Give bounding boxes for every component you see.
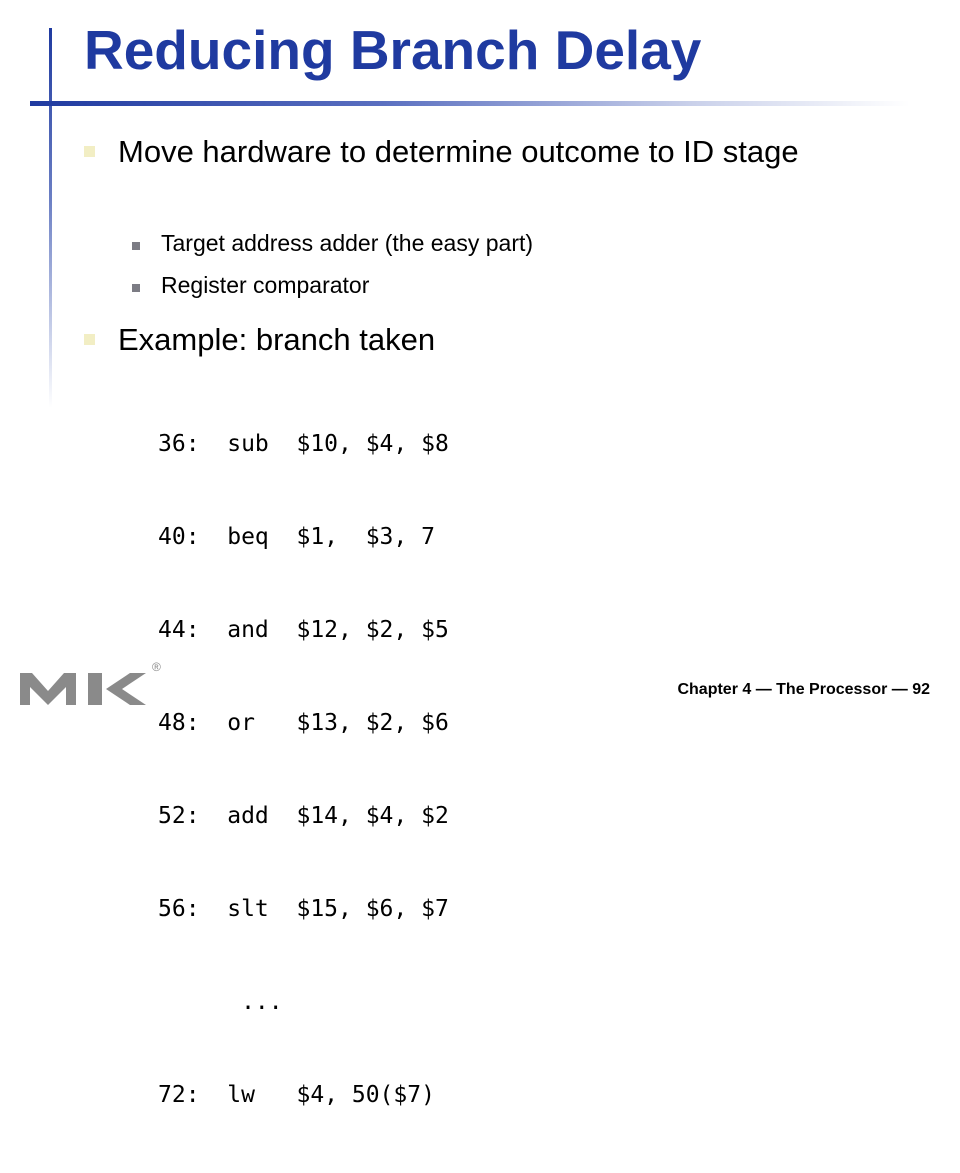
- sub-bullet-square-icon: [132, 284, 140, 292]
- trademark-symbol: ®: [152, 660, 161, 674]
- code-line: 40: beq $1, $3, 7: [158, 524, 435, 550]
- bullet-text: Move hardware to determine outcome to ID…: [118, 134, 799, 169]
- frame-vertical-line: [49, 28, 52, 408]
- slide-footer: Chapter 4 — The Processor — 92: [677, 681, 930, 698]
- code-line: 48: or $13, $2, $6: [158, 710, 449, 736]
- code-line: ...: [158, 989, 283, 1015]
- bullet-square-icon: [84, 146, 95, 157]
- code-line: 72: lw $4, 50($7): [158, 1082, 435, 1108]
- publisher-logo: ®: [20, 660, 161, 705]
- sub-bullet-square-icon: [132, 242, 140, 250]
- bullet-item: Example: branch taken: [118, 320, 878, 359]
- frame-horizontal-line: [30, 101, 910, 106]
- code-line: 56: slt $15, $6, $7: [158, 896, 449, 922]
- slide: Reducing Branch Delay Move hardware to d…: [20, 19, 930, 1108]
- code-line: 36: sub $10, $4, $8: [158, 431, 449, 457]
- bullet-square-icon: [84, 334, 95, 345]
- code-line: 52: add $14, $4, $2: [158, 803, 449, 829]
- sub-bullet-text: Target address adder (the easy part): [161, 230, 534, 256]
- sub-bullet-text: Register comparator: [161, 272, 370, 298]
- bullet-item: Move hardware to determine outcome to ID…: [118, 132, 878, 171]
- code-block: 36: sub $10, $4, $8 40: beq $1, $3, 7 44…: [158, 367, 449, 1173]
- bullet-text: Example: branch taken: [118, 322, 436, 357]
- slide-title: Reducing Branch Delay: [84, 19, 702, 81]
- code-line: 44: and $12, $2, $5: [158, 617, 449, 643]
